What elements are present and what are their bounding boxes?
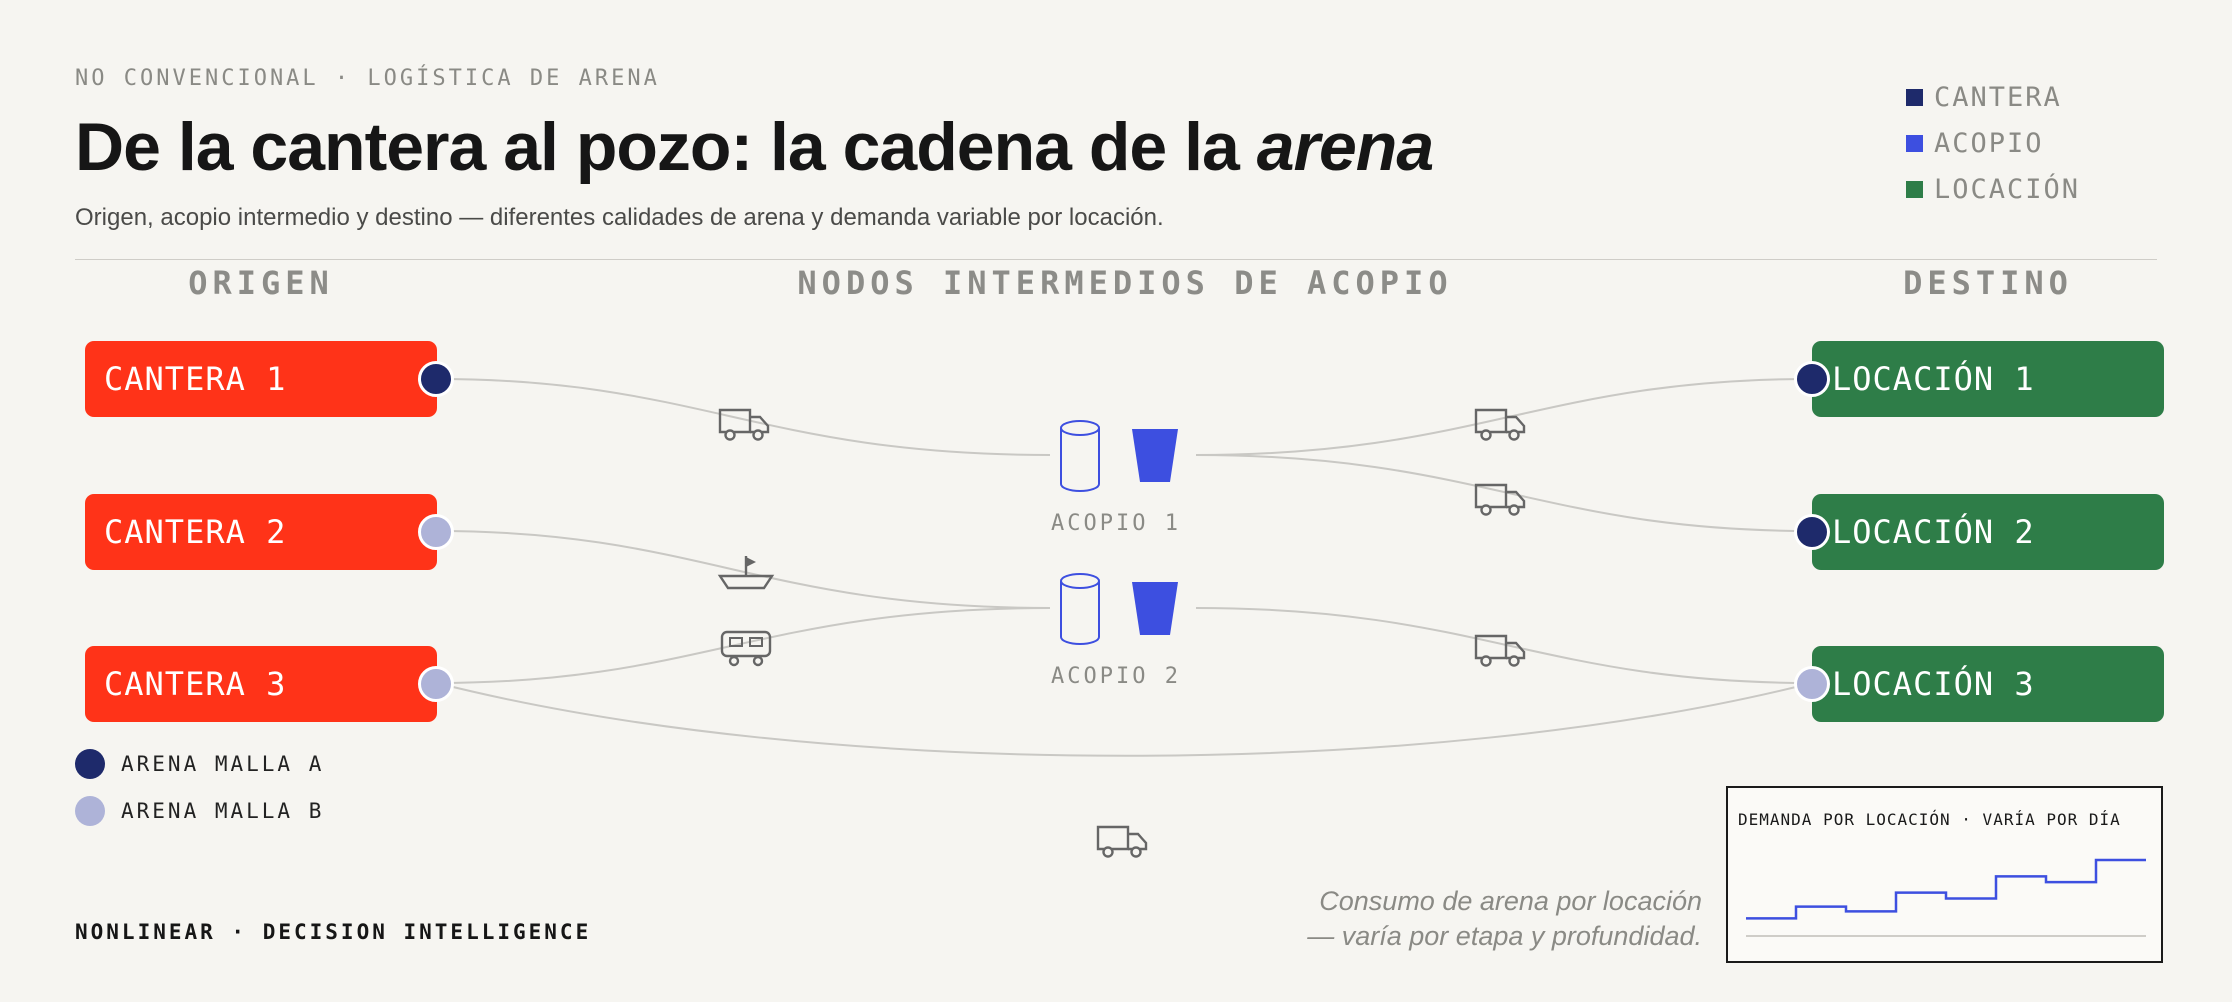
truck-icon: [1474, 483, 1526, 516]
mini-chart-plot: [1746, 858, 2146, 937]
legend-item-cantera: CANTERA: [1906, 74, 2080, 120]
sand-dot-a: [1794, 361, 1830, 397]
type-legend: CANTERA ACOPIO LOCACIÓN: [1906, 74, 2080, 212]
legend-item-arena-b: ARENA MALLA B: [75, 787, 324, 834]
page-title: De la cantera al pozo: la cadena de la a…: [75, 109, 1434, 185]
legend-item-locacion: LOCACIÓN: [1906, 166, 2080, 212]
truck-icon: [1096, 825, 1148, 858]
brand-footer: NONLINEAR · DECISION INTELLIGENCE: [75, 920, 592, 944]
title-emphasis: arena: [1256, 109, 1434, 185]
hub-label-acopio-1: ACOPIO 1: [1051, 511, 1181, 536]
legend-swatch: [1906, 134, 1923, 152]
demand-step-line: [1746, 858, 2146, 920]
demand-mini-chart: DEMANDA POR LOCACIÓN · VARÍA POR DÍA: [1726, 786, 2163, 963]
sand-dot-a: [418, 361, 454, 397]
sand-dot-b: [418, 666, 454, 702]
legend-dot: [75, 748, 105, 779]
consumption-note: Consumo de arena por locación — varía po…: [1307, 886, 1702, 951]
legend-item-arena-a: ARENA MALLA A: [75, 740, 324, 787]
route-cantera3-locacion3: [436, 682, 1813, 757]
destination-node-locacion-2[interactable]: LOCACIÓN 2: [1812, 494, 2164, 570]
hopper-icon: [1132, 582, 1178, 635]
divider: [75, 259, 2157, 260]
hopper-icon: [1132, 429, 1178, 482]
destination-node-locacion-3[interactable]: LOCACIÓN 3: [1812, 646, 2164, 722]
column-header-middle: NODOS INTERMEDIOS DE ACOPIO: [797, 264, 1453, 302]
legend-swatch: [1906, 88, 1923, 106]
subtitle: Origen, acopio intermedio y destino — di…: [75, 204, 1164, 231]
route-acopio1-locacion1: [1195, 378, 1813, 456]
route-acopio1-locacion2: [1195, 454, 1813, 532]
hub-label-acopio-2: ACOPIO 2: [1051, 664, 1181, 689]
sand-dot-b: [418, 514, 454, 550]
source-node-cantera-2[interactable]: CANTERA 2: [85, 494, 437, 570]
sand-legend: ARENA MALLA A ARENA MALLA B: [75, 740, 324, 834]
legend-item-acopio: ACOPIO: [1906, 120, 2080, 166]
column-header-origin: ORIGEN: [188, 264, 334, 302]
legend-dot: [75, 795, 105, 826]
route-cantera2-acopio2: [436, 530, 1051, 609]
source-node-cantera-1[interactable]: CANTERA 1: [85, 341, 437, 417]
route-cantera1-acopio1: [436, 378, 1051, 456]
sand-dot-b: [1794, 666, 1830, 702]
sand-dot-a: [1794, 514, 1830, 550]
boat-icon: [717, 556, 775, 590]
destination-node-locacion-1[interactable]: LOCACIÓN 1: [1812, 341, 2164, 417]
source-node-cantera-3[interactable]: CANTERA 3: [85, 646, 437, 722]
legend-swatch: [1906, 180, 1923, 198]
train-icon: [720, 630, 772, 667]
route-acopio2-locacion3: [1195, 607, 1813, 684]
silo-icon: [1060, 420, 1100, 492]
eyebrow: NO CONVENCIONAL · LOGÍSTICA DE ARENA: [75, 66, 660, 91]
truck-icon: [718, 408, 770, 441]
route-cantera3-acopio2: [436, 607, 1051, 684]
column-header-destination: DESTINO: [1903, 264, 2073, 302]
mini-chart-title: DEMANDA POR LOCACIÓN · VARÍA POR DÍA: [1738, 810, 2121, 829]
silo-icon: [1060, 573, 1100, 645]
